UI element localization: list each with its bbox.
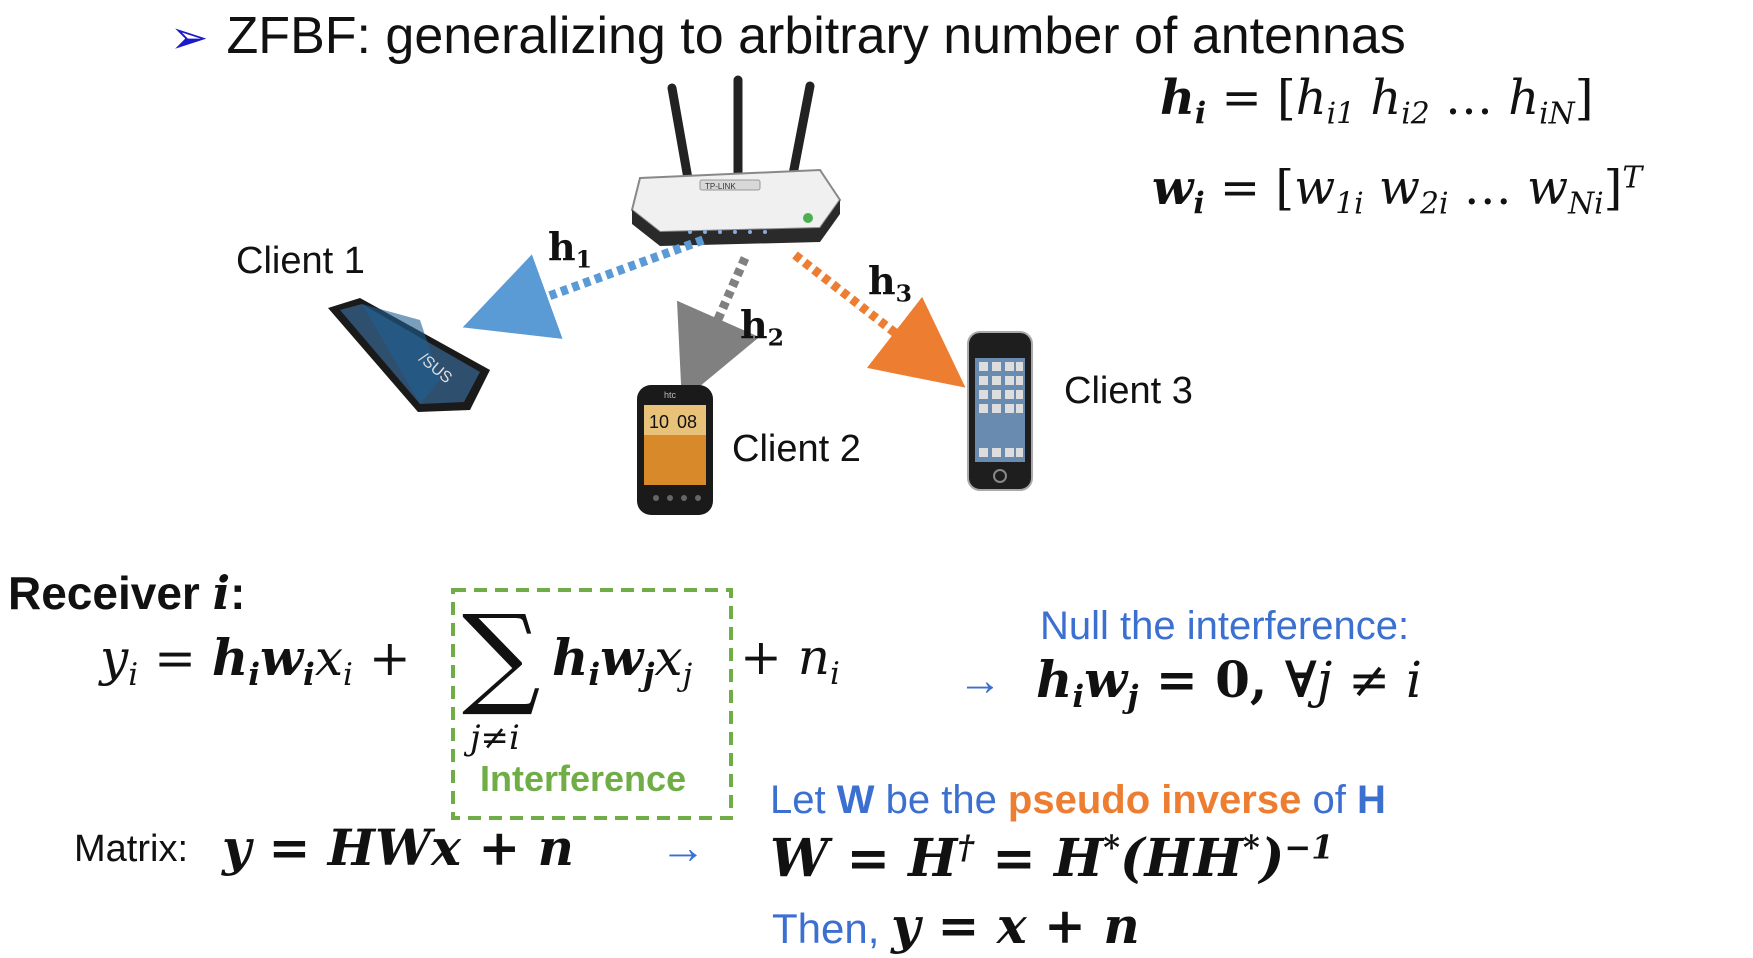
interference-term: hiwjxj	[552, 628, 693, 693]
null-equation: hiwj = 0, ∀j ≠ i	[1036, 650, 1422, 715]
summation-symbol: ∑	[462, 591, 541, 719]
matrix-label: Matrix:	[74, 828, 188, 870]
pseudo-inverse-statement: Let W be the pseudo inverse of H	[770, 778, 1386, 822]
interference-box	[451, 588, 733, 820]
receiver-equation-left: yi = hiwixi +	[100, 628, 411, 693]
slide-title: ➢ ZFBF: generalizing to arbitrary number …	[170, 6, 1406, 66]
matrix-equation: y = HWx + n	[222, 818, 575, 877]
client-2-label: Client 2	[732, 428, 861, 470]
phone-time-minute: 08	[677, 412, 697, 432]
iphone-icon	[967, 331, 1033, 491]
noise-term: + ni	[740, 628, 840, 692]
channel-h3-label: h3	[868, 258, 913, 308]
then-statement: Then, y = x + n	[772, 896, 1140, 955]
channel-h3-arrow	[792, 251, 966, 388]
htc-phone-icon: 10 08 htc	[637, 385, 713, 515]
null-arrow-icon: →	[958, 656, 1002, 705]
client-3-label: Client 3	[1064, 370, 1193, 412]
channel-h1-arrow	[462, 235, 705, 339]
interference-label: Interference	[480, 758, 687, 799]
w-vector-equation: wi = [w1i w2i … wNi]T	[1152, 160, 1643, 222]
pseudo-inverse-equation: W = H† = H*(HH*)−1	[770, 828, 1334, 889]
phone-time-hour: 10	[649, 412, 669, 432]
channel-h2-arrow	[676, 256, 760, 402]
arrow-bullet-icon: ➢	[170, 11, 209, 63]
phone-brand: htc	[664, 390, 677, 400]
summation-index: j≠i	[470, 718, 520, 758]
router-brand: TP-LINK	[705, 182, 736, 191]
channel-h2-label: h2	[740, 302, 785, 352]
h-vector-equation: hi = [hi1 hi2 … hiN]	[1160, 70, 1594, 132]
matrix-arrow-icon: →	[660, 821, 706, 873]
channel-h1-label: h1	[548, 224, 593, 274]
title-text: ZFBF: generalizing to arbitrary number o…	[226, 7, 1406, 65]
null-interference-label: Null the interference:	[1040, 604, 1410, 648]
tablet-icon: /SUS	[328, 298, 490, 412]
client-1-label: Client 1	[236, 240, 365, 282]
receiver-label: Receiver i:	[8, 566, 246, 620]
router-icon: TP-LINK	[630, 75, 842, 246]
